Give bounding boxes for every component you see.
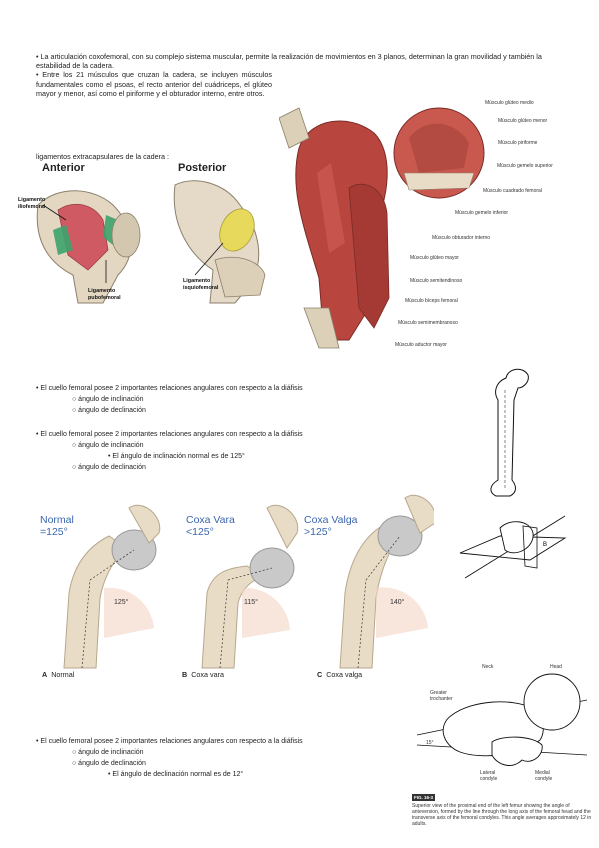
label-pubofemoral: Ligamento pubofemoral [88, 288, 121, 301]
coxa-panel-2-title: Coxa Vara <125° [186, 514, 235, 538]
coxa-panel-3-title-line-1: Coxa Valga [304, 514, 358, 526]
coxa-panel-2-title-line-1: Coxa Vara [186, 514, 235, 526]
femur-sketch [490, 368, 529, 497]
section-2-sub-1: • El ángulo de inclinación normal es de … [108, 453, 245, 460]
coxa-panel-3-letter: C [317, 670, 323, 679]
anteversion-lateral-label: Lateral condyle [480, 770, 498, 782]
section-1-intro: • El cuello femoral posee 2 importantes … [36, 385, 303, 392]
coxa-panel-1-title-line-2: =125° [40, 526, 68, 538]
coxa-panel-3-caption: C Coxa valga [317, 670, 362, 679]
anteversion-medial-label: Medial condyle [535, 770, 553, 782]
coxa-panel-3-title: Coxa Valga >125° [304, 514, 358, 538]
ligaments-title: ligamentos extracapsulares de la cadera … [36, 152, 170, 161]
posterior-label: Posterior [178, 162, 227, 174]
coxa-panel-3-angle: 140° [390, 599, 405, 606]
section-3-sub-2: • El ángulo de declinación normal es de … [108, 771, 244, 778]
anterior-label: Anterior [42, 162, 85, 174]
section-1-item-1: ○ ángulo de inclinación [72, 396, 144, 403]
coxa-panel-1-title-line-1: Normal [40, 514, 74, 526]
coxa-panel-1-caption-text: Normal [51, 670, 75, 679]
muscle-label-4: Músculo gemelo superior [497, 163, 553, 169]
coxa-panel-2-caption: B Coxa vara [182, 670, 224, 679]
anteversion-gt-label: Greater trochanter [430, 690, 453, 702]
femur-planes-sketch: B [459, 515, 567, 579]
coxa-panel-3-caption-text: Coxa valga [326, 670, 363, 679]
section-3-item-2: ○ ángulo de declinación [72, 760, 146, 767]
coxa-panel-1-letter: A [42, 670, 48, 679]
anteversion-neck-label: Neck [482, 664, 494, 670]
section-2-item-2: ○ ángulo de declinación [72, 464, 146, 471]
section-2: • El cuello femoral posee 2 importantes … [36, 429, 456, 473]
coxa-panel-2-title-line-2: <125° [186, 526, 214, 538]
anteversion-angle: 15° [426, 740, 434, 746]
section-3-intro: • El cuello femoral posee 2 importantes … [36, 738, 303, 745]
anterior-ligament-figure [36, 190, 141, 304]
anteversion-figure [416, 673, 588, 766]
coxa-panel-2-letter: B [182, 670, 188, 679]
plane-label-b: B [543, 542, 547, 548]
posterior-ligament-figure [173, 180, 266, 304]
coxa-angle-drawings [63, 495, 434, 669]
intro-paragraph-1: • La articulación coxofemoral, con su co… [36, 52, 542, 71]
label-isquiofemoral: Ligamento isquiofemoral [183, 278, 219, 291]
muscle-label-6: Músculo gemelo inferior [455, 210, 509, 216]
coxa-panel-2-caption-text: Coxa vara [191, 670, 224, 679]
coxa-panel-1-angle: 125° [114, 599, 129, 606]
section-1-item-2: ○ ángulo de declinación [72, 407, 146, 414]
section-2-intro: • El cuello femoral posee 2 importantes … [36, 431, 303, 438]
muscle-label-5: Músculo cuadrado femoral [483, 188, 542, 194]
intro-text: • La articulación coxofemoral, con su co… [36, 52, 572, 98]
muscle-label-8: Músculo glúteo mayor [410, 255, 459, 261]
muscle-label-3: Músculo piriforme [498, 140, 538, 146]
anteversion-figure-tag: FIG. 16-3 [412, 794, 436, 801]
intro-paragraph-2: • Entre los 21 músculos que cruzan la ca… [36, 70, 272, 98]
coxa-angles-figure: Normal =125° Coxa Vara <125° Coxa Valga … [34, 488, 434, 698]
coxa-panel-1-title: Normal =125° [40, 514, 74, 538]
section-3: • El cuello femoral posee 2 importantes … [36, 736, 456, 780]
posterior-hip-muscles-illustration [279, 78, 489, 354]
section-2-item-1: ○ ángulo de inclinación [72, 442, 144, 449]
muscle-label-10: Músculo bíceps femoral [405, 298, 458, 304]
label-iliofemoral: Ligamento iliofemoral [18, 197, 46, 210]
coxa-panel-3-title-line-2: >125° [304, 526, 332, 538]
section-1: • El cuello femoral posee 2 importantes … [36, 383, 456, 416]
coxa-panel-2-angle: 115° [244, 599, 258, 606]
muscle-label-9: Músculo semitendinoso [410, 278, 463, 284]
anteversion-head-label: Head [550, 664, 562, 670]
muscle-label-2: Músculo glúteo menor [498, 118, 548, 124]
coxa-panel-1-caption: A Normal [42, 670, 74, 679]
muscle-label-11: Músculo semimembranoso [398, 320, 458, 326]
muscle-label-1: Músculo glúteo medio [485, 100, 534, 106]
anteversion-caption: Superior view of the proximal end of the… [412, 803, 592, 827]
muscle-label-7: Músculo obturador interno [432, 235, 491, 241]
muscle-label-12: Músculo aductor mayor [395, 342, 447, 348]
section-3-item-1: ○ ángulo de inclinación [72, 749, 144, 756]
